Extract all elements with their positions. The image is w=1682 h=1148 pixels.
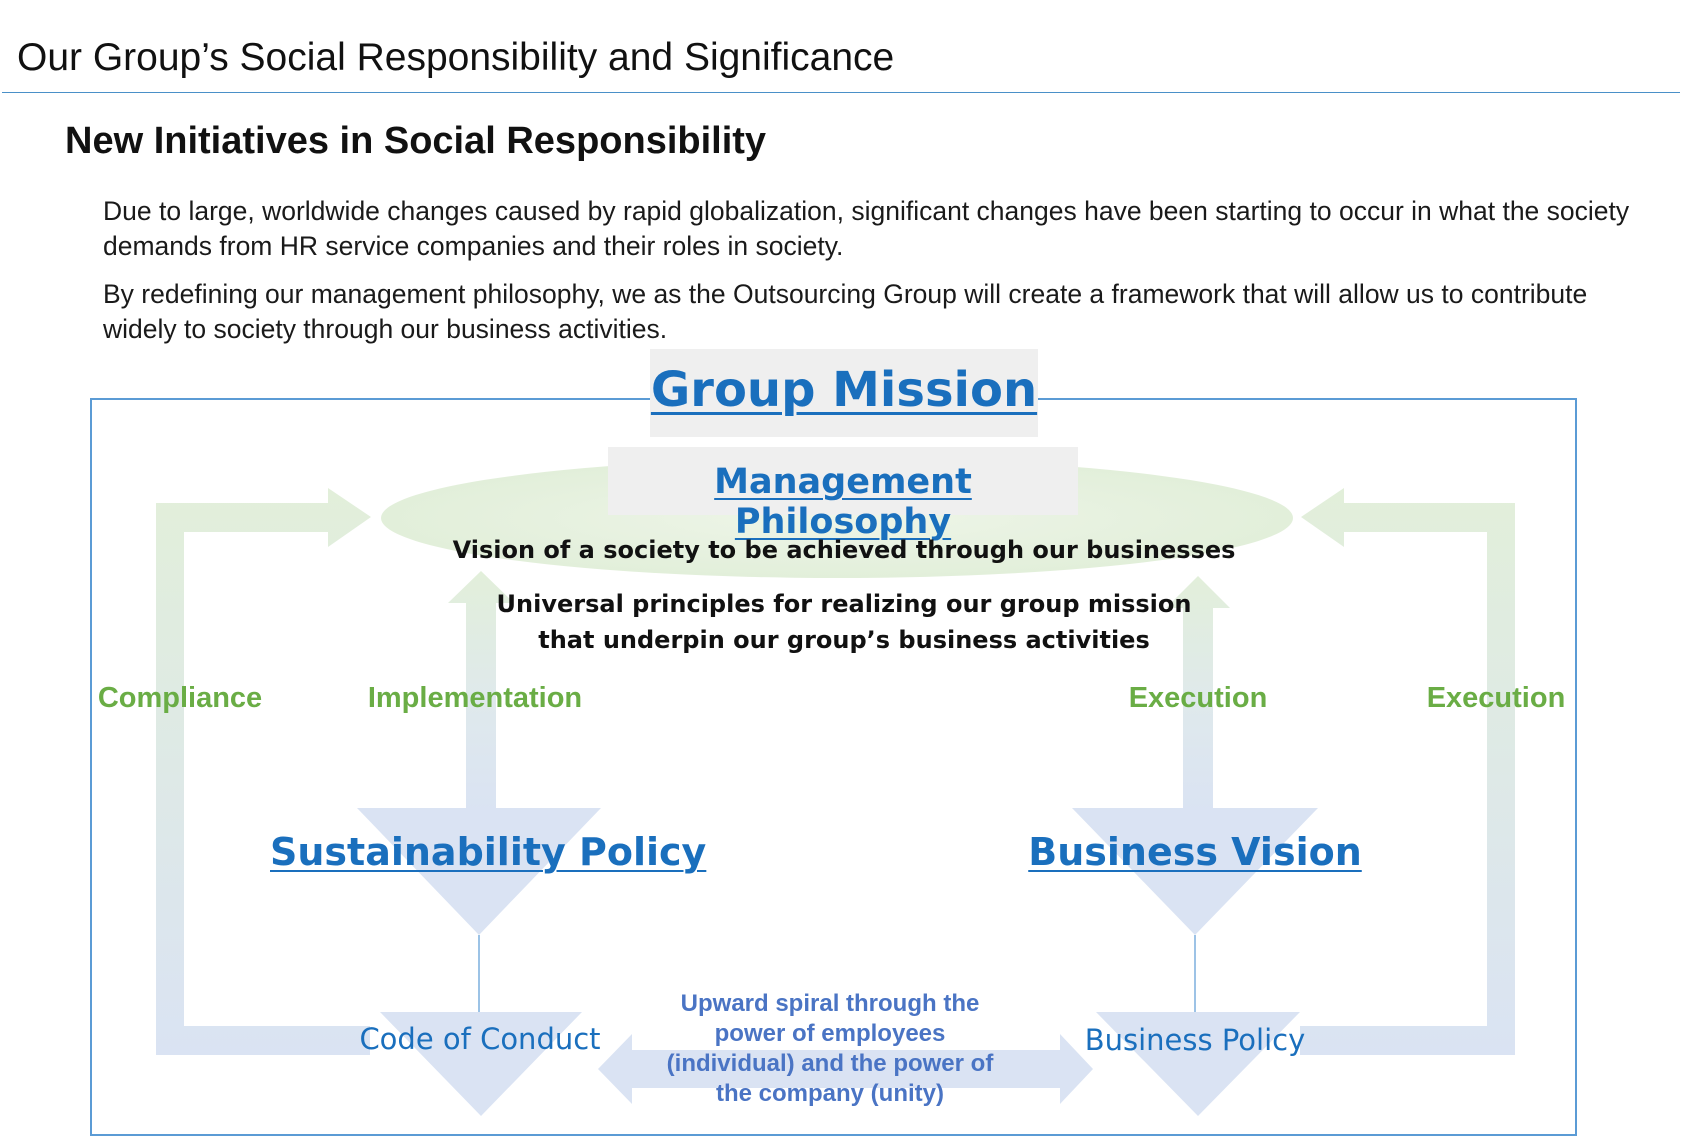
principles-statement: Universal principles for realizing our g… (496, 590, 1192, 654)
execution-outer-arrow (1300, 488, 1515, 1055)
upward-spiral-double-arrow (598, 1034, 1093, 1104)
upward-spiral-text: Upward spiral through the power of emplo… (666, 990, 994, 1107)
management-philosophy-title[interactable]: Management Philosophy (714, 462, 972, 542)
code-of-conduct-label: Code of Conduct (359, 1022, 601, 1056)
group-mission-title[interactable]: Group Mission (650, 362, 1038, 418)
sustainability-policy-title[interactable]: Sustainability Policy (270, 830, 707, 874)
business-policy-label: Business Policy (1084, 1023, 1306, 1057)
compliance-label: Compliance (97, 682, 263, 714)
page-title: Our Group’s Social Responsibility and Si… (17, 36, 895, 79)
title-divider (2, 92, 1680, 93)
business-vision-triangle (1072, 808, 1318, 935)
intro-paragraph-1: Due to large, worldwide changes caused b… (103, 196, 1630, 261)
compliance-arrow (156, 488, 371, 1055)
business-policy-triangle (1096, 1012, 1300, 1116)
code-of-conduct-triangle (380, 1012, 582, 1116)
implementation-label: Implementation (367, 682, 583, 714)
execution-inner-arrow (1166, 576, 1230, 812)
execution-inner-label: Execution (1128, 682, 1268, 714)
sustainability-policy-triangle (357, 808, 601, 935)
implementation-arrow (448, 571, 514, 812)
group-mission-box (650, 349, 1038, 437)
management-philosophy-box (608, 447, 1078, 515)
vision-statement: Vision of a society to be achieved throu… (452, 536, 1236, 564)
execution-outer-label: Execution (1426, 682, 1566, 714)
section-heading: New Initiatives in Social Responsibility (65, 120, 767, 162)
intro-paragraph-2: By redefining our management philosophy,… (103, 279, 1588, 344)
business-vision-title[interactable]: Business Vision (1028, 830, 1362, 874)
